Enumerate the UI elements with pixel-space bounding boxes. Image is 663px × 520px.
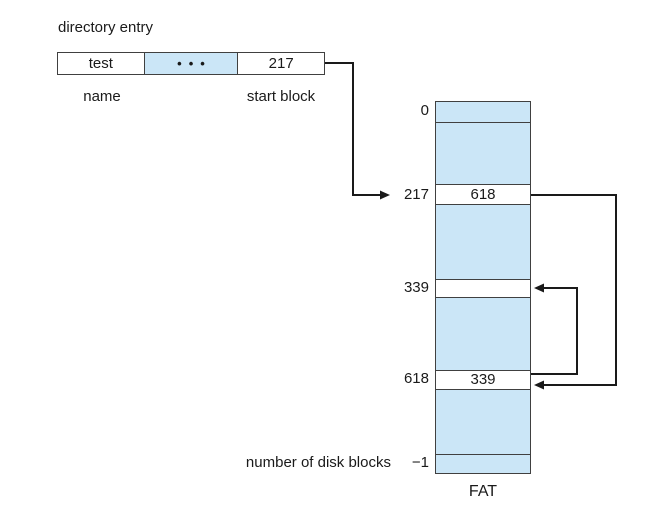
start-block-label: start block	[246, 88, 316, 105]
fat-row-618: 339	[436, 369, 530, 390]
fat-index-618: 618	[403, 370, 429, 387]
directory-entry-name-cell: test	[88, 55, 113, 72]
fat-row-217-value: 618	[470, 185, 496, 203]
directory-entry-start-block-cell: 217	[268, 55, 294, 72]
fat-table: 618 339	[435, 101, 531, 474]
directory-entry-ellipsis-cell: •••	[143, 53, 239, 74]
fat-caption: FAT	[468, 483, 498, 500]
fat-row-339	[436, 278, 530, 298]
arrowhead-to-339	[534, 283, 544, 293]
diagram-title: directory entry	[58, 19, 154, 36]
arrowhead-to-618	[534, 380, 544, 390]
arrow-217-to-618	[531, 194, 617, 386]
fat-row-217: 618	[436, 183, 530, 205]
arrow-start-block-to-217	[325, 62, 381, 196]
fat-index-minus1: −1	[411, 454, 429, 471]
number-of-disk-blocks-label: number of disk blocks	[245, 454, 391, 471]
fat-row-618-value: 339	[470, 371, 496, 388]
fat-index-339: 339	[403, 279, 429, 296]
fat-divider-top	[436, 121, 530, 123]
arrow-618-to-339	[531, 287, 578, 375]
fat-index-217: 217	[403, 186, 429, 203]
fat-index-0: 0	[420, 102, 429, 119]
directory-entry-box: test ••• 217	[57, 52, 325, 75]
fat-divider-bottom	[436, 453, 530, 455]
name-label: name	[83, 88, 121, 105]
